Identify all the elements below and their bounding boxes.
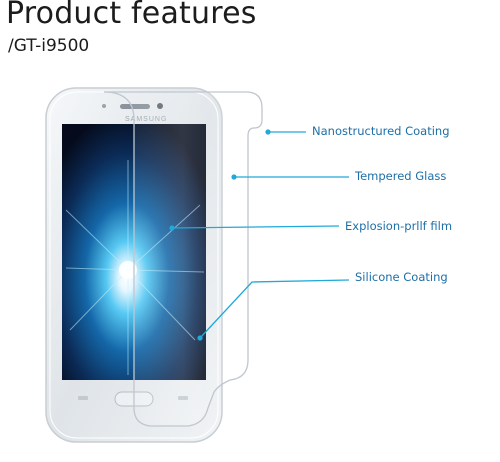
sensor (102, 104, 106, 108)
page-title: Product features (6, 0, 257, 31)
menu-key-icon (78, 396, 88, 400)
label-nanostructured-coating: Nanostructured Coating (312, 124, 450, 138)
leader-lines (169, 129, 350, 341)
model-number: /GT-i9500 (8, 36, 90, 56)
label-tempered-glass: Tempered Glass (355, 169, 447, 183)
leader-dot-nanostructured-coating (265, 129, 271, 135)
leader-line-silicone-coating (199, 279, 350, 339)
glass-protector (103, 91, 263, 427)
label-explosion-proof-film: Explosion-prllf film (345, 219, 453, 233)
leader-line-explosion-proof-film (171, 225, 340, 229)
leader-dot-explosion-proof-film (169, 225, 175, 231)
label-silicone-coating: Silicone Coating (355, 270, 448, 284)
leader-dot-silicone-coating (197, 335, 203, 341)
leader-dot-tempered-glass (231, 174, 237, 180)
